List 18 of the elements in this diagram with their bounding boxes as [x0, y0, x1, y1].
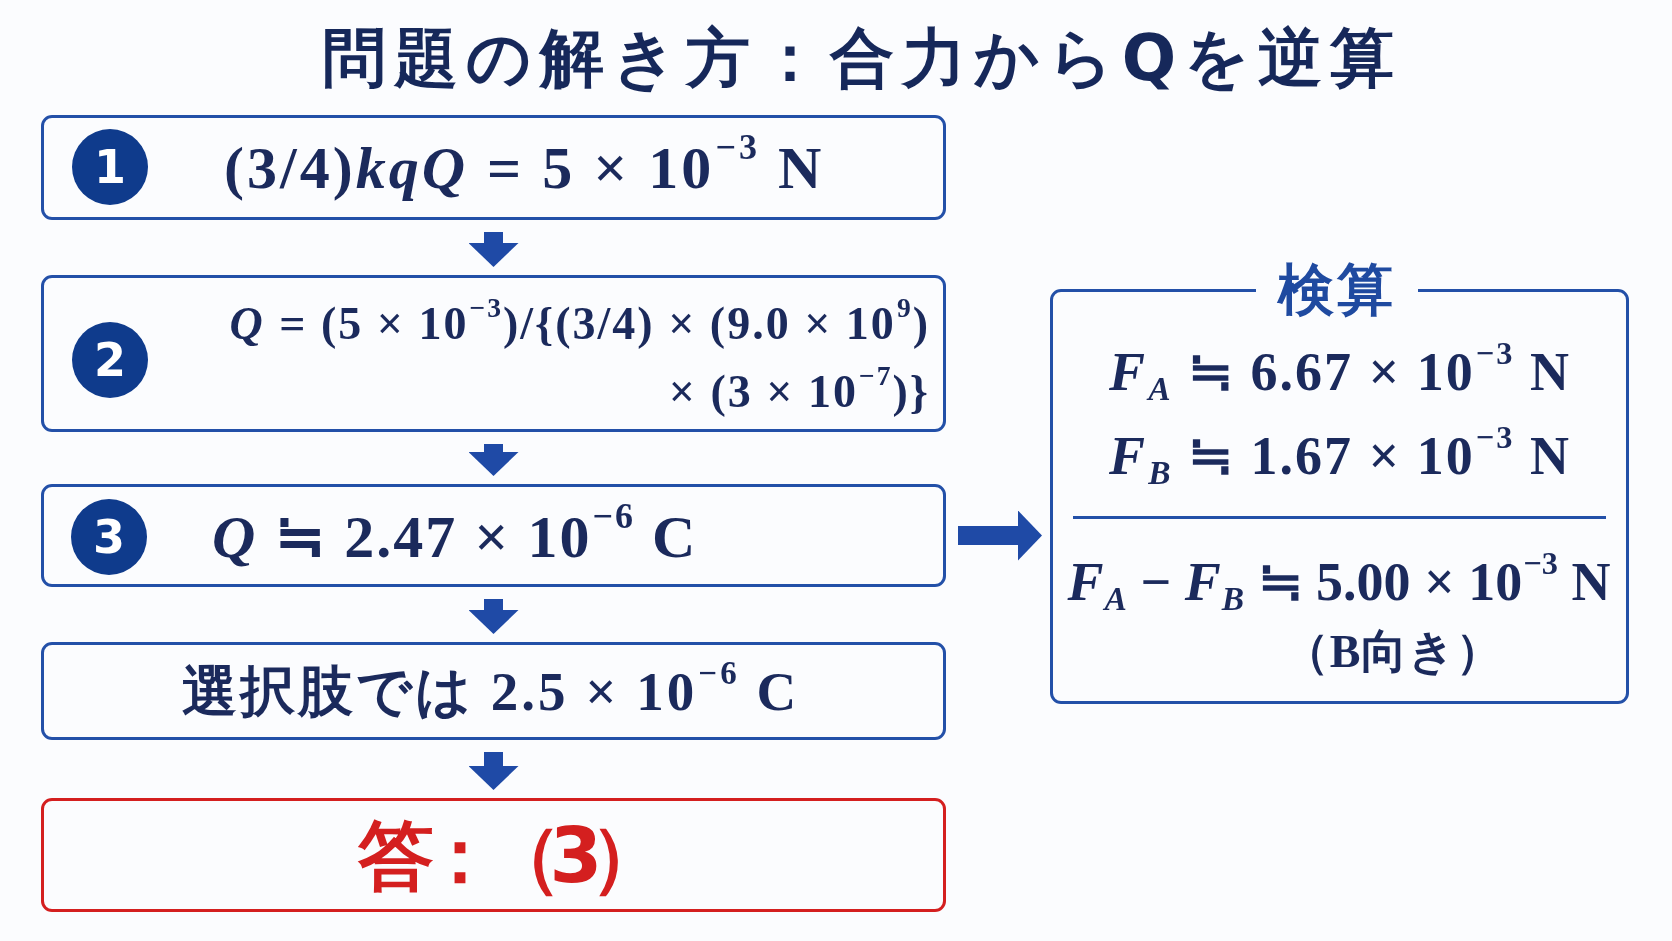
- block-arrow: [468, 444, 519, 476]
- step-number-circle: 3: [71, 499, 147, 575]
- formula: F$_{A}$ − F$_{B}$ ≒ 5.00 × 10$^{−3}$ N: [1067, 550, 1611, 614]
- formula: Q ≒ 2.47 × 10$^{−6}$ C: [212, 502, 698, 572]
- step-number-circle: 2: [72, 322, 148, 398]
- formula: F$_{A}$ ≒ 6.67 × 10$^{−3}$ N: [1109, 340, 1571, 404]
- block-arrow: [468, 232, 519, 267]
- title: 問題の解き方：合力からQを逆算: [321, 22, 1403, 94]
- block-arrow: [958, 510, 1042, 561]
- formula: F$_{B}$ ≒ 1.67 × 10$^{−3}$ N: [1109, 424, 1571, 488]
- formula: (3/4)kqQ = 5 × 10$^{−3}$ N: [224, 133, 825, 203]
- step-number-circle: 1: [72, 129, 148, 205]
- answer-text: 答：（3）: [357, 812, 655, 900]
- formula: 選択肢では 2.5 × 10$^{−6}$ C: [182, 660, 800, 724]
- formula: Q = (5 × 10$^{−3}$)/{(3/4) × (9.0 × 10$^{9}$) × (3 × 10$^{−7}$)}: [228, 293, 930, 419]
- block-arrow: [468, 599, 519, 634]
- block-arrow: [468, 752, 519, 790]
- note: （B向き）: [1282, 625, 1504, 679]
